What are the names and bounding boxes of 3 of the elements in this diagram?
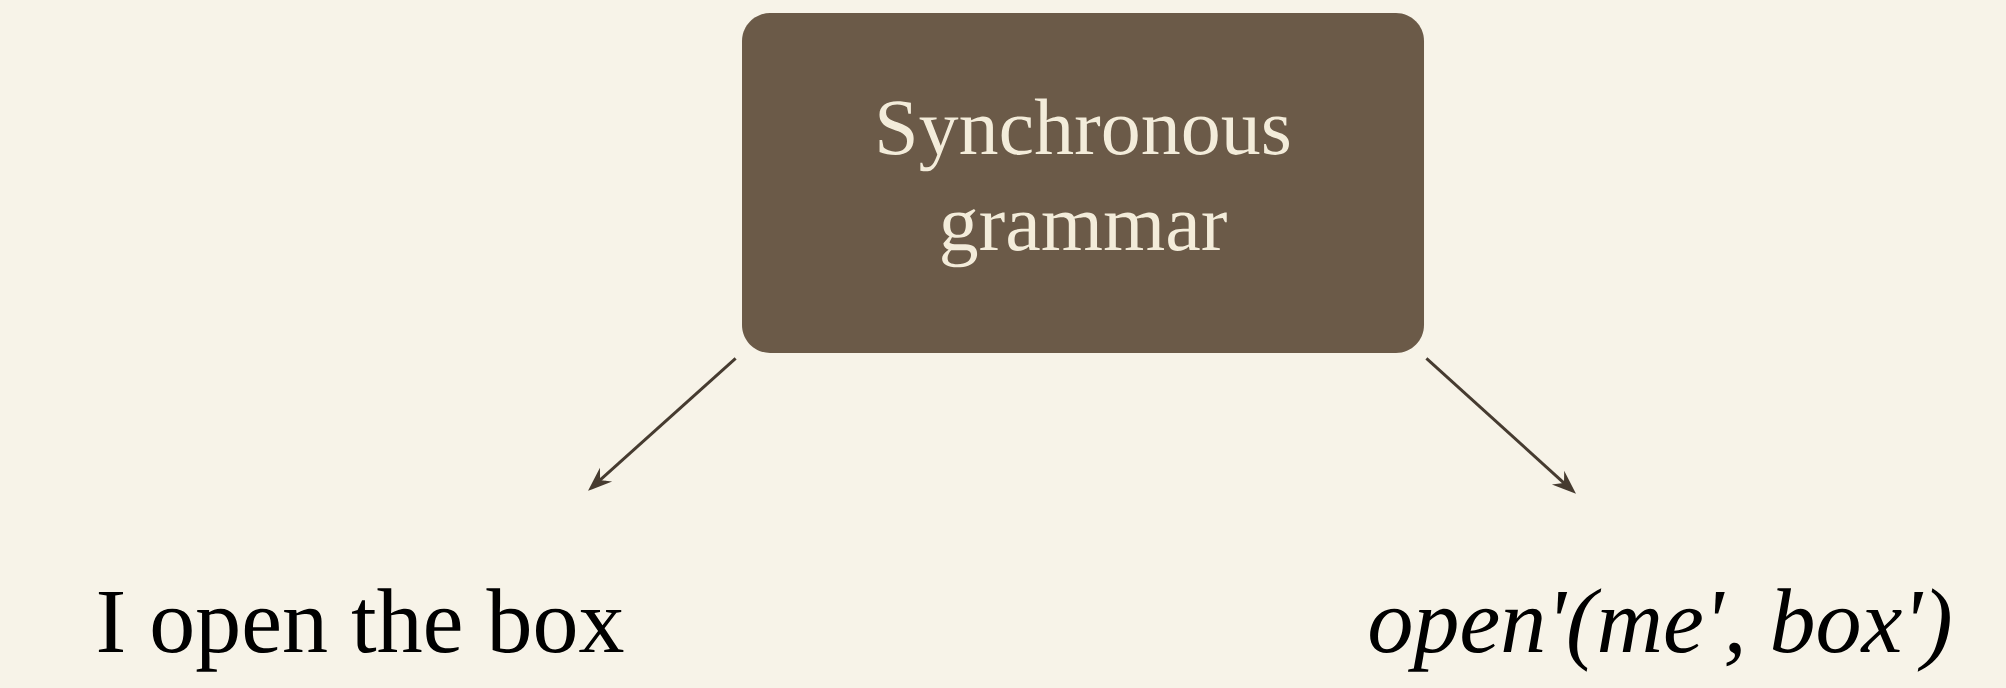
rounded-box: Synchronous grammar	[742, 13, 1424, 353]
sentence-text: I open the box	[98, 588, 624, 672]
formula-text: open'(me', box')	[1370, 588, 1950, 672]
